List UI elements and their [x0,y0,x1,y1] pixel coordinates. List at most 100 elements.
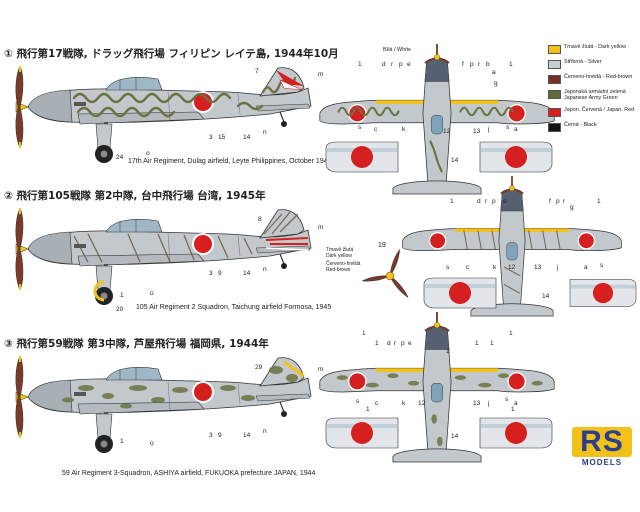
legend-item-red-brown: Červeno-hnědá - Red-brown [548,74,640,84]
callout-s1-15: 15 [218,134,226,141]
aircraft-2-top-view [401,175,623,317]
callout-s1-3: 3 [209,134,213,141]
propeller-label-line-1: Tmavě žlutá [326,247,354,253]
tv1-s2: s [506,124,510,131]
tv2-s: s [446,264,450,271]
tv2-g: g [570,204,574,211]
section-2-title-text: 飛行第105戦隊 第2中隊, 台中飛行場 台湾, 1945年 [16,190,266,202]
aircraft-3-top-view [318,311,556,463]
tv2-f: f [549,198,551,205]
callout-s1-7: 7 [255,68,259,75]
underside-right-wing-2 [569,278,637,308]
tv2-d: d [477,198,481,205]
logo-subtitle: MODELS [581,458,623,467]
legend-text: Tmavě žlutá - Dark yellow [564,44,627,50]
callout-s3-o: o [150,440,154,447]
legend-swatch [548,90,561,99]
aircraft-1-top-view [318,43,556,195]
tv2-c: c [466,264,470,271]
tv3-1h: 1 [511,406,515,413]
legend-item-red: Japon. Červená / Japan. Red [548,107,640,117]
tv1-c: c [374,126,378,133]
aircraft-3-side-view [14,355,312,454]
tv3-1b: 1 [375,340,379,347]
callout-s2-20: 20 [116,306,124,313]
logo-letters: RS [572,427,632,457]
section-3-caption: 59 Air Regiment 3-Squadron, ASHIYA airfi… [62,470,316,477]
tv1-14: 14 [451,157,459,164]
section-number-2: ② [4,190,13,202]
tv1-p2: p [470,61,474,68]
section-2-caption: 105 Air Regiment 2 Squadron, Taichung ai… [136,304,332,311]
tv1-e: e [407,61,411,68]
callout-s1-n: n [263,129,267,136]
tv1-12: 12 [443,128,451,135]
tv3-s2: s [505,396,509,403]
callout-s3-14: 14 [243,432,251,439]
callout-s1-o: o [146,150,150,157]
tv3-a: a [514,400,518,407]
tv3-14: 14 [451,433,459,440]
propeller-callout-number: 19 [378,242,386,249]
propeller-label-line-4: Red-brown [326,267,351,273]
tv1-j: j [488,126,490,133]
section-2-title: ② 飛行第105戦隊 第2中隊, 台中飛行場 台湾, 1945年 [4,188,266,203]
tv3-k: k [402,400,406,407]
tv1-a2: a [514,126,518,133]
tv1-a: a [492,69,496,76]
callout-s3-9: 9 [218,432,222,439]
callout-s2-n: n [263,266,267,273]
section-3-title-text: 飛行第59戦隊 第3中隊, 芦屋飛行場 福岡県, 1944年 [16,338,269,350]
tv1-r2: r [478,61,481,68]
callout-s3-1: 1 [120,438,124,445]
tv1-g: g [494,80,498,87]
rs-models-logo: RS MODELS [572,427,632,467]
tv3-d: d [387,340,391,347]
callout-s1-14: 14 [243,134,251,141]
tv1-f: f [462,61,464,68]
section-number-1: ① [4,48,13,60]
section-1-title-text: 飛行第17戦隊, ドラッグ飛行場 フィリピン レイテ島, 1944年10月 [16,48,339,60]
legend-item-black: Černá - Black [548,122,640,132]
legend-swatch [548,122,561,132]
legend-text: Červeno-hnědá - Red-brown [564,74,633,80]
legend-item-yellow: Tmavě žlutá - Dark yellow [548,44,640,54]
tv2-12: 12 [508,264,516,271]
tv3-1f: 1 [509,330,513,337]
tv1-k: k [402,126,406,133]
callout-s1-24: 24 [116,154,124,161]
tv2-1a: 1 [450,198,454,205]
section-1-title: ① 飛行第17戦隊, ドラッグ飛行場 フィリピン レイテ島, 1944年10月 [4,46,339,61]
tv2-r: r [485,198,488,205]
tv1-s: s [358,124,362,131]
legend-item-army-green: Japonská armádní zelená Japanese Army Gr… [548,89,640,102]
tv3-e: e [408,340,412,347]
tv3-1a: 1 [362,330,366,337]
tv3-1e: 1 [490,340,494,347]
tv1-13: 13 [473,128,481,135]
tv2-p: p [492,198,496,205]
callout-s3-n: n [263,428,267,435]
callout-s2-9: 9 [218,270,222,277]
section-1-caption: 17th Air Regiment, Dulag airfield, Leyte… [128,158,332,165]
tv1-1a: 1 [358,61,362,68]
tv2-1b: 1 [597,198,601,205]
underside-right-wing-3 [479,417,553,449]
callout-s2-m: m [318,224,324,231]
propeller-detail [361,248,409,299]
color-legend: Tmavě žlutá - Dark yellow Stříbrná - Sil… [548,44,640,137]
tv3-s: s [356,398,360,405]
tv2-e: e [503,198,507,205]
aircraft-2-side-view [14,207,312,306]
tv3-r: r [394,340,397,347]
tv3-j: j [488,400,490,407]
callout-s1-m: m [318,71,324,78]
tv2-j: j [557,264,559,271]
tv2-a: a [584,264,588,271]
tv2-13: 13 [534,264,542,271]
tv1-b: b [486,61,490,68]
tv3-1g: 1 [366,406,370,413]
tv1-r: r [391,61,394,68]
tv2-k: k [493,264,497,271]
legend-swatch [548,75,561,84]
